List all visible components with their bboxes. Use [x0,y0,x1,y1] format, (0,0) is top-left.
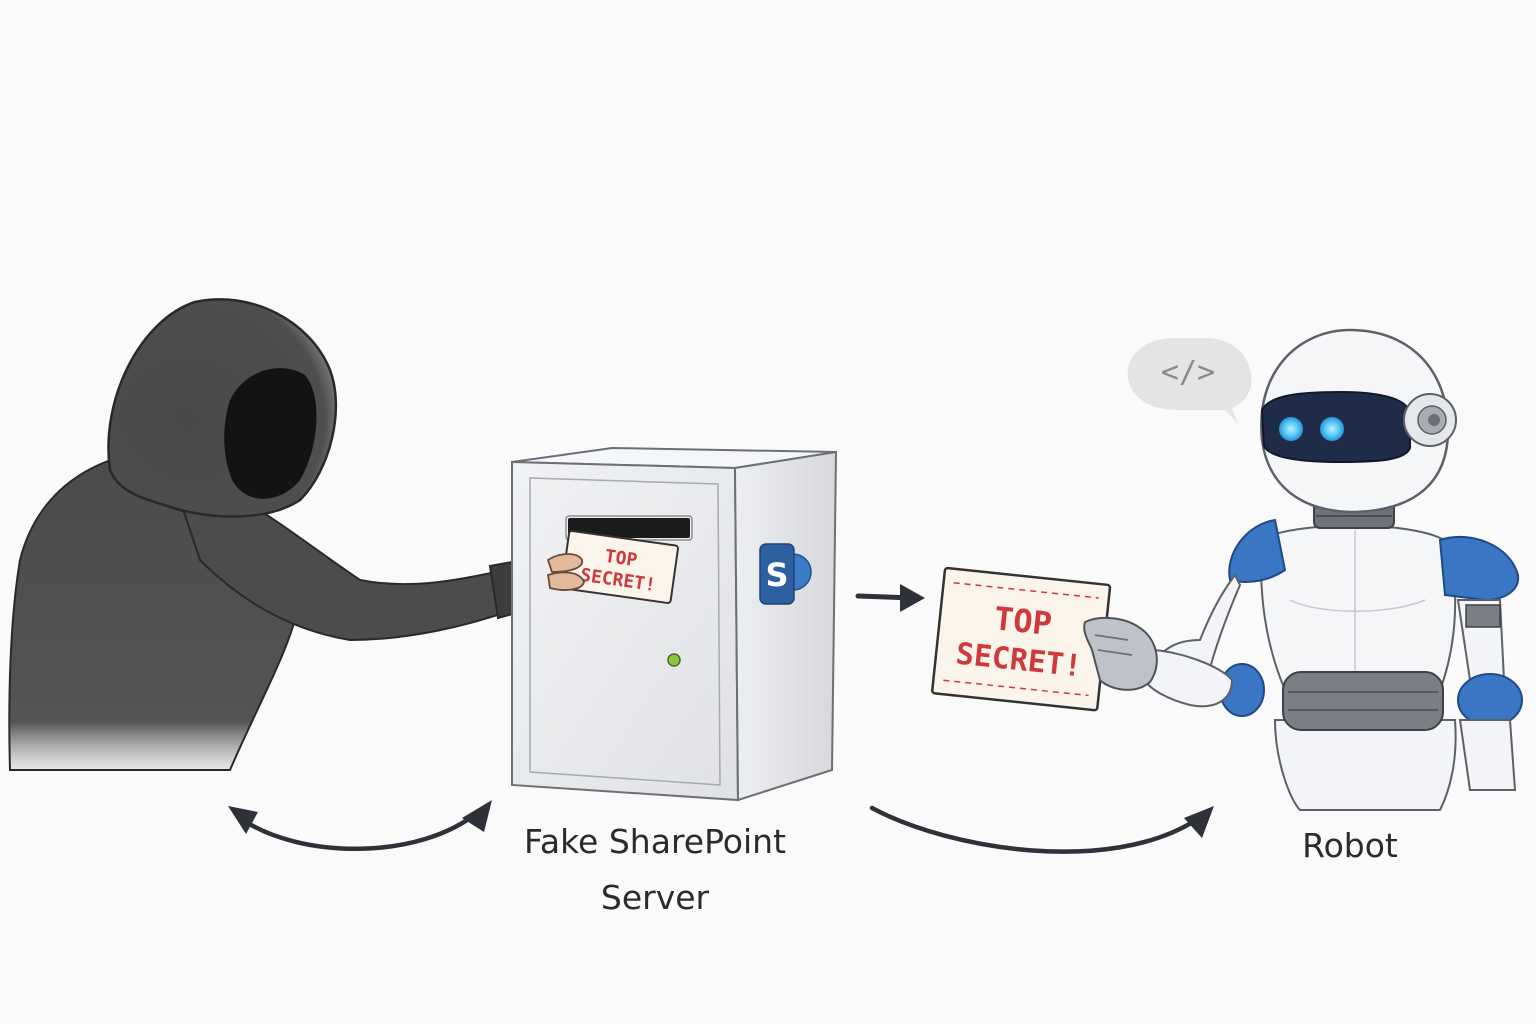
hood-opening [224,368,317,499]
server-label: Fake SharePoint Server [480,814,830,926]
fingers [546,553,585,591]
double-arrow-left-head [228,806,258,834]
double-arrow-right-head [462,800,492,832]
server-side [733,450,838,802]
fake-sharepoint-server: S [511,446,838,802]
server-panel [529,477,721,786]
large-card-line-1: TOP [992,599,1053,643]
arrow-server-to-robot [869,805,1199,854]
robot-lower-body [1273,719,1457,811]
double-arrow-attacker-server [237,809,481,852]
robot-shoulder-right [1438,535,1520,602]
robot: </> [1083,328,1523,811]
robot-eye-right [1320,417,1344,441]
robot-label: Robot [1302,826,1398,865]
robot-torso [1260,524,1457,691]
sharepoint-logo-letter: S [765,556,788,594]
arrow-server-to-robot-head [1184,806,1214,838]
hooded-figure [8,298,588,771]
robot-elbow-right [1457,673,1523,727]
status-led [667,653,681,667]
large-secret-card: TOP SECRET! [931,566,1112,712]
small-card-line-1: TOP [603,546,638,571]
robot-shoulder-left [1228,518,1287,583]
code-icon: </> [1161,355,1215,390]
server-slot [568,518,690,538]
server-label-line-1: Fake SharePoint [523,822,787,861]
server-label-line-2: Server [600,878,710,917]
arrow-server-to-card-head [900,584,925,612]
robot-arm-left [1148,573,1242,672]
robot-eye-left [1279,417,1303,441]
server-front [511,460,740,802]
robot-waist [1282,671,1444,731]
sharepoint-logo-icon: S [759,543,812,605]
speech-bubble: </> [1127,338,1252,424]
